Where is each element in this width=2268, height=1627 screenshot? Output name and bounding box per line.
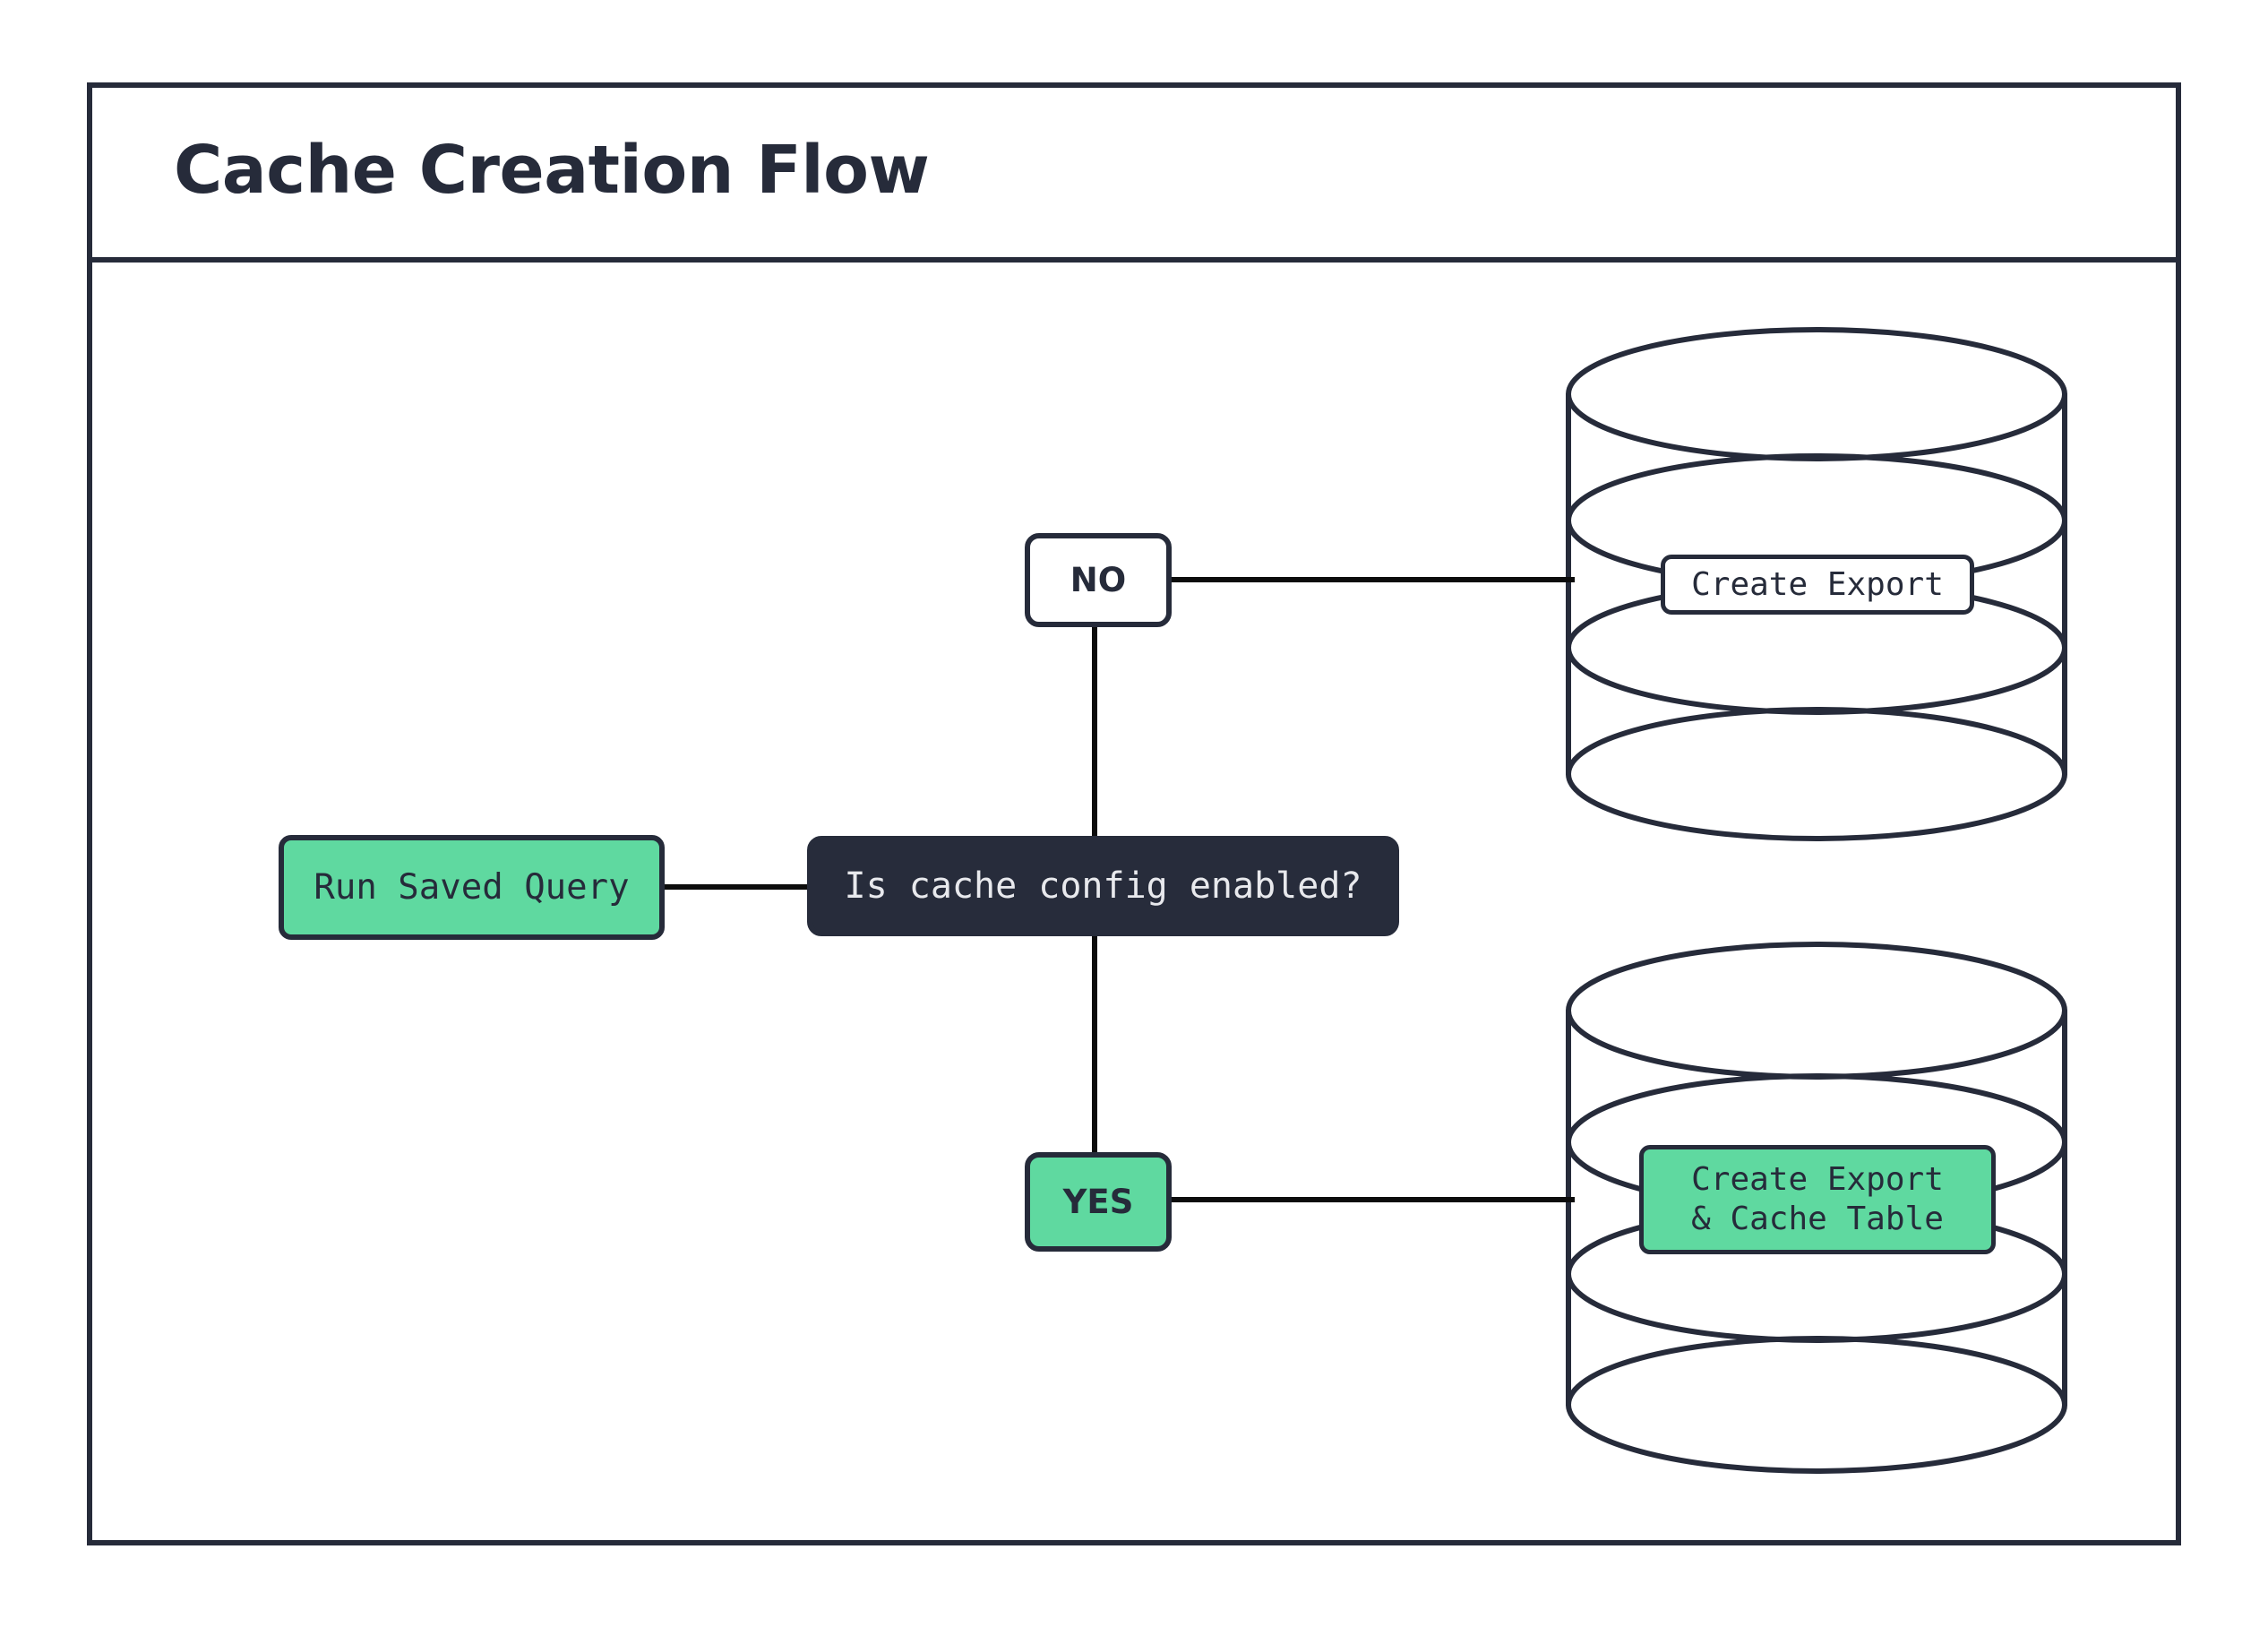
edge-run-saved-query-to-decision xyxy=(663,884,811,890)
title-bar: Cache Creation Flow xyxy=(87,82,2181,263)
edge-yes-to-create-export-cache xyxy=(1170,1197,1575,1202)
diagram-frame xyxy=(87,82,2181,1545)
node-decision-is-cache-config-enabled[interactable]: Is cache config enabled? xyxy=(807,836,1399,936)
edge-decision-to-no xyxy=(1092,624,1097,839)
node-run-saved-query[interactable]: Run Saved Query xyxy=(279,835,665,940)
edge-decision-to-yes xyxy=(1092,933,1097,1156)
edge-no-to-create-export xyxy=(1170,577,1575,582)
edge-label-yes[interactable]: YES xyxy=(1025,1152,1172,1252)
page-title: Cache Creation Flow xyxy=(174,131,930,209)
edge-label-no[interactable]: NO xyxy=(1025,533,1172,627)
database-cylinder-top xyxy=(1565,327,2068,841)
cylinder-top-label: Create Export xyxy=(1661,555,1974,615)
database-cylinder-bottom xyxy=(1565,942,2068,1474)
cylinder-bottom-label: Create Export & Cache Table xyxy=(1639,1145,1996,1254)
